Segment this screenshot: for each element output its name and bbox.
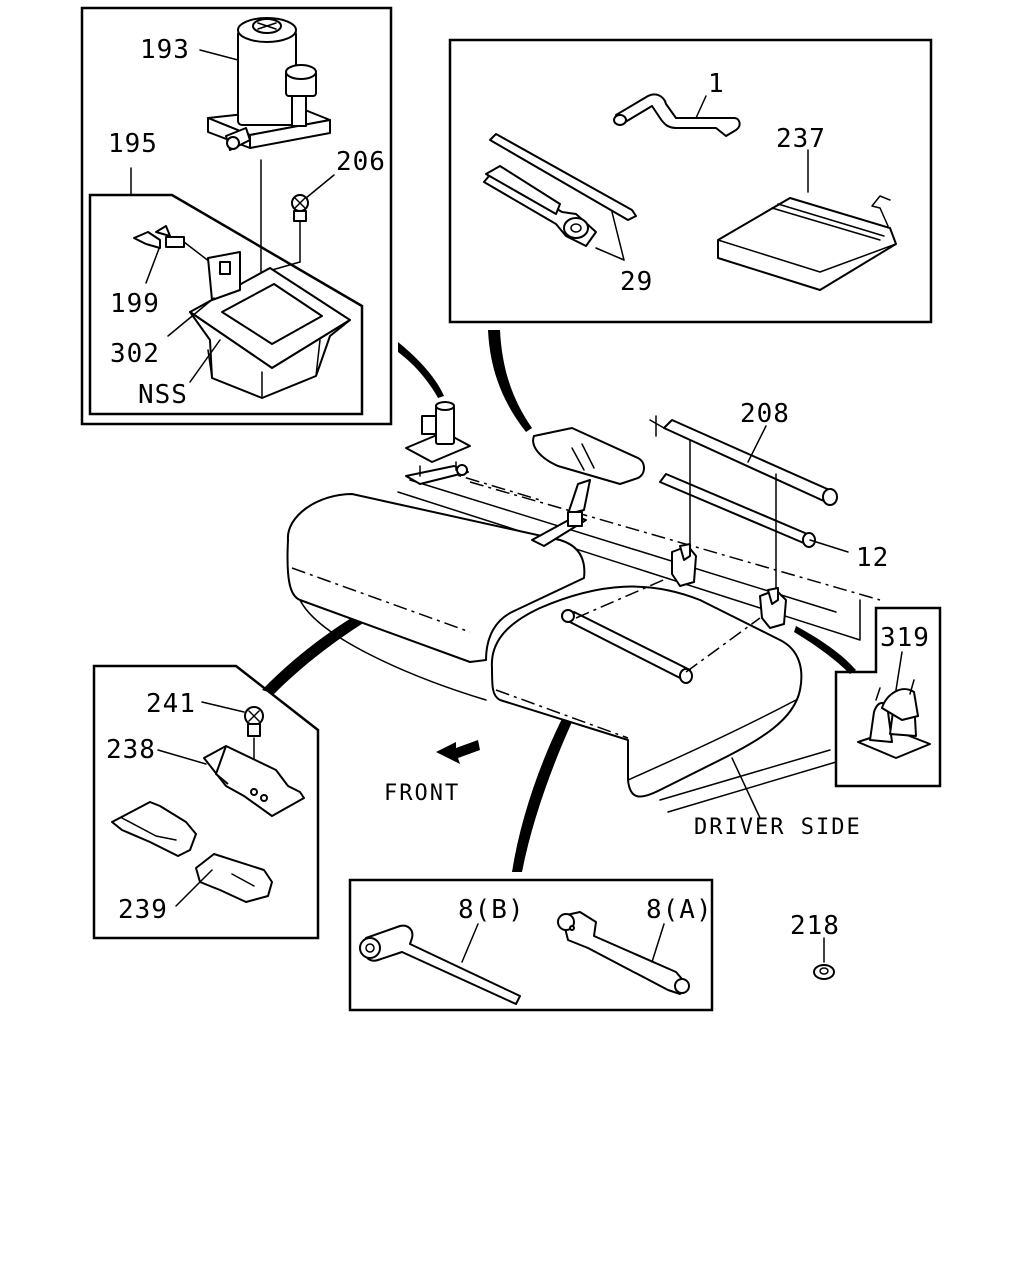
seat-left-edge <box>299 599 487 701</box>
clip-inset-frame <box>834 606 942 788</box>
leader-8a <box>651 923 665 963</box>
leader-208 <box>747 425 767 463</box>
callout-29: 29 <box>620 267 653 297</box>
tool-bag-icon <box>717 195 897 291</box>
jack-icon <box>207 17 331 151</box>
leader-206 <box>305 174 335 199</box>
scene-bracket-icon <box>531 479 591 547</box>
tools-inset-frame <box>448 38 933 324</box>
callout-239: 239 <box>118 895 168 925</box>
leader-199 <box>145 245 161 284</box>
callout-206: 206 <box>336 147 386 177</box>
seat-right-edge <box>627 699 797 781</box>
bracket-inset: 241 238 239 <box>92 664 320 940</box>
callout-195: 195 <box>108 129 158 159</box>
part-218: 218 <box>790 911 840 980</box>
caption-front: FRONT <box>384 781 460 806</box>
leader-319 <box>895 651 903 691</box>
callout-8a: 8(A) <box>646 895 713 925</box>
wrench-inset: 8(B) 8(A) <box>348 878 714 1012</box>
wrench-8a-icon <box>557 911 690 995</box>
callout-237: 237 <box>776 124 826 154</box>
floor-rail-mid <box>409 479 837 613</box>
jack-inset: 193 195 206 199 302 NSS <box>80 6 393 426</box>
center-axis <box>469 481 881 601</box>
callout-12: 12 <box>856 543 889 573</box>
arc-bracket <box>262 546 528 694</box>
callout-1: 1 <box>708 69 725 99</box>
callout-208: 208 <box>740 399 790 429</box>
scene-clips-icon <box>671 543 787 629</box>
leader-1 <box>695 95 707 119</box>
callout-199: 199 <box>110 289 160 319</box>
bolt-241-icon <box>244 706 264 791</box>
leader-241 <box>201 701 245 713</box>
scene-wrench-icon <box>561 577 761 684</box>
callout-302: 302 <box>110 339 160 369</box>
callout-241: 241 <box>146 689 196 719</box>
callout-nss: NSS <box>138 380 188 410</box>
bolt-206-icon <box>264 194 309 273</box>
callout-193: 193 <box>140 35 190 65</box>
leader-8b <box>461 923 479 963</box>
leader-driver-side <box>731 757 761 819</box>
leader-nss <box>189 339 221 383</box>
callout-arcs <box>262 330 856 872</box>
jack-axis <box>439 469 541 501</box>
leader-239 <box>175 869 213 907</box>
caption-driver-side: DRIVER SIDE <box>694 815 862 840</box>
leader-29 <box>595 247 625 261</box>
jack-handle-icon <box>613 93 741 137</box>
seat-right-seam <box>495 689 629 739</box>
bracket-inset-frame <box>92 664 320 940</box>
leader-29b <box>611 211 625 261</box>
scene-tool-bag-icon <box>532 427 645 485</box>
jack-inset-frame <box>80 6 393 426</box>
clip-239-icon <box>111 801 273 903</box>
leader-12 <box>809 539 849 553</box>
leader-238 <box>157 749 207 765</box>
jack-tray-icon <box>189 251 351 399</box>
arc-jack <box>398 342 444 398</box>
floor-scene: 208 12 FRONT DRIVER SIDE <box>286 399 889 840</box>
callout-218: 218 <box>790 911 840 941</box>
callout-238: 238 <box>106 735 156 765</box>
bracket-238-icon <box>203 745 305 817</box>
washer-218-icon <box>813 964 835 980</box>
leader-302 <box>167 297 215 337</box>
front-arrow-icon <box>436 740 480 764</box>
clip-inset: 319 <box>834 606 942 788</box>
arc-tools <box>488 330 532 432</box>
leader-193 <box>199 49 239 61</box>
nss-subframe <box>88 193 364 416</box>
callout-8b: 8(B) <box>458 895 525 925</box>
wrench-8b-icon <box>359 924 521 1005</box>
floor-rail-right <box>659 749 837 813</box>
callout-319: 319 <box>880 623 930 653</box>
seat-left-seam <box>291 567 471 633</box>
wrench-inset-frame <box>348 878 714 1012</box>
seat-cushion-left <box>286 493 586 663</box>
seat-cushion-right <box>490 585 803 798</box>
arc-wrench <box>512 660 602 872</box>
wing-bolt-199-icon <box>133 225 211 263</box>
extension-bar-icon <box>483 133 637 247</box>
scene-jack-icon <box>405 401 471 485</box>
clip-319-icon <box>857 679 931 759</box>
tools-inset: 1 237 29 <box>448 38 933 324</box>
arc-clip <box>794 626 856 674</box>
